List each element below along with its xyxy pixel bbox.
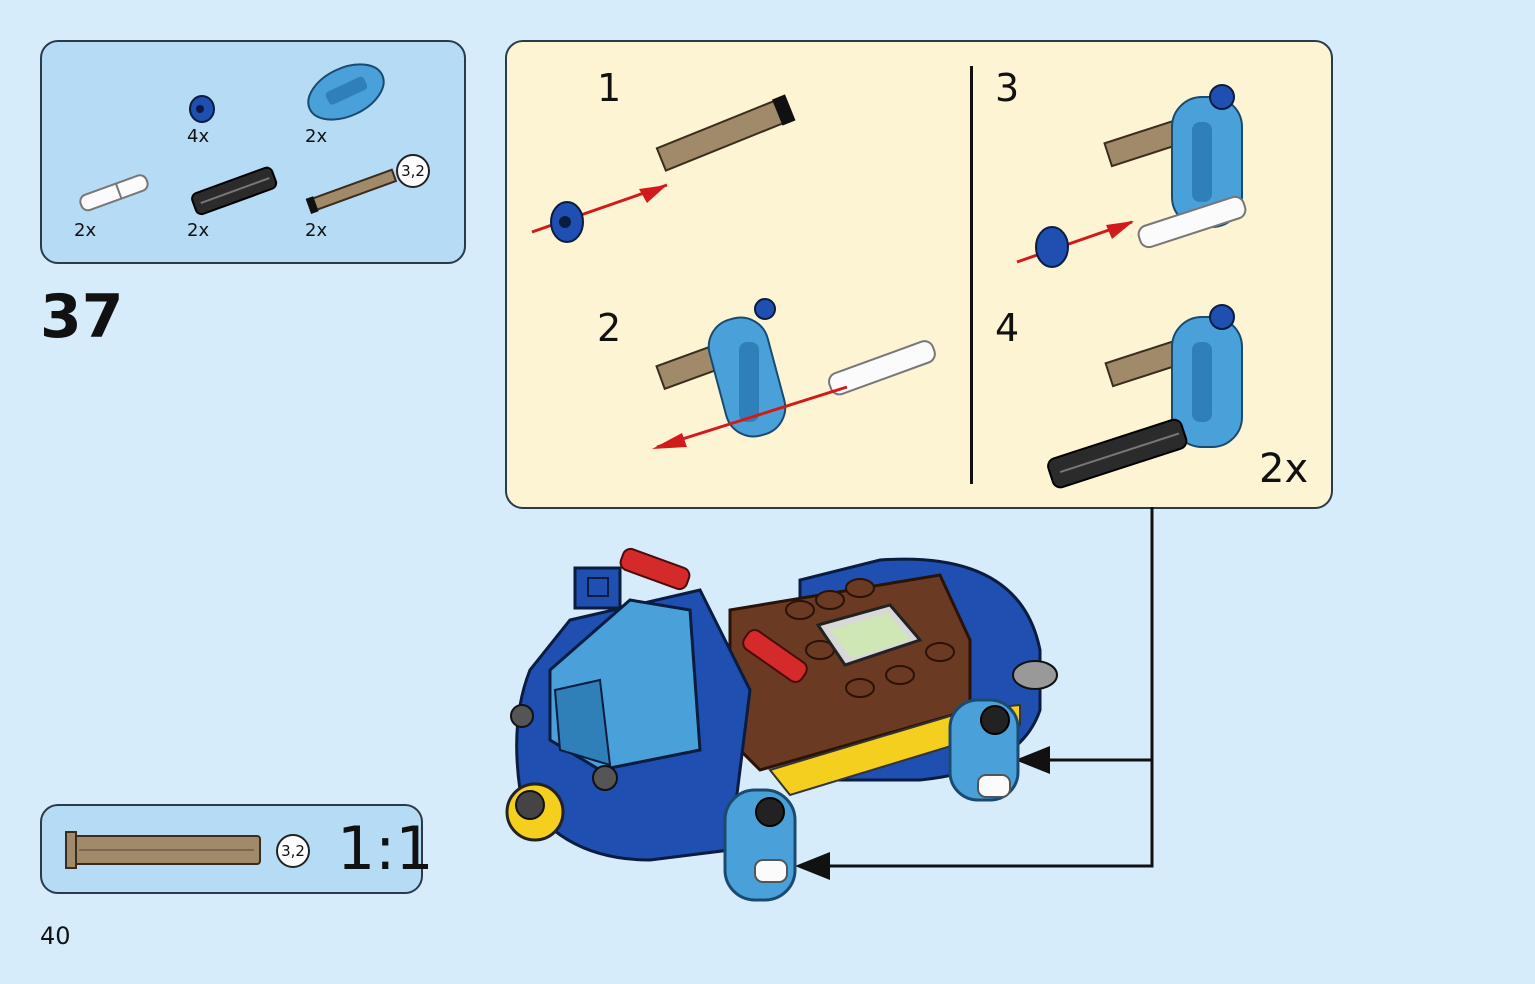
bush-part-image	[189, 95, 215, 123]
scale-length-badge: 3,2	[276, 834, 310, 868]
connector-qty: 2x	[187, 220, 210, 241]
substep-2-illustration	[652, 298, 936, 449]
substep-1-label: 1	[597, 66, 622, 110]
panel-part-image	[307, 63, 385, 121]
connector-part-image	[191, 166, 278, 216]
axle-scale-image	[65, 831, 261, 869]
axle-qty: 2x	[305, 220, 328, 241]
axle-length-badge: 3,2	[396, 154, 430, 188]
build-multiplier: 2x	[1259, 446, 1309, 492]
page-number: 40	[40, 922, 71, 950]
pin-part-image	[79, 174, 149, 212]
substep-1-illustration	[531, 94, 796, 243]
scale-ratio: 1:1	[337, 814, 434, 884]
subassembly-divider	[970, 66, 973, 484]
substep-4-label: 4	[995, 306, 1020, 350]
pin-qty: 2x	[74, 220, 97, 241]
bush-qty: 4x	[187, 126, 210, 147]
axle-part-image	[305, 168, 398, 214]
scale-reference-panel: 3,2 1:1	[40, 804, 434, 894]
substep-4-illustration	[1047, 304, 1243, 489]
model-illustration	[505, 547, 1058, 902]
substep-3-illustration	[1016, 84, 1247, 268]
step-number: 37	[40, 282, 124, 352]
substep-3-label: 3	[995, 66, 1020, 110]
substep-2-label: 2	[597, 306, 622, 350]
panel-qty: 2x	[305, 126, 328, 147]
parts-list-panel: 4x 2x 2x 2x 3,2 2x	[40, 40, 466, 264]
subassembly-panel: 1 2 3 4	[505, 40, 1333, 509]
